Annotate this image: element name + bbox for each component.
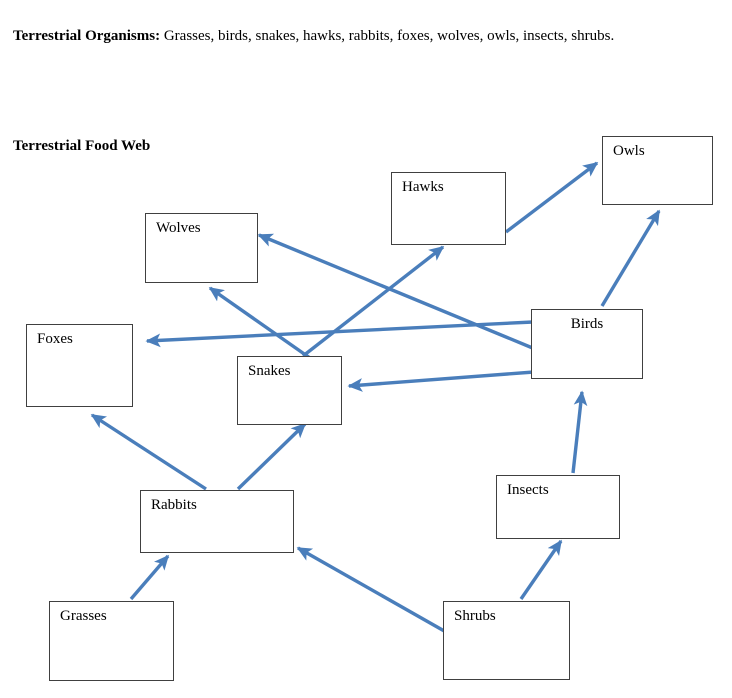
node-box-shrubs[interactable]: Shrubs bbox=[443, 601, 570, 680]
node-box-insects[interactable]: Insects bbox=[496, 475, 620, 539]
node-label-insects: Insects bbox=[507, 482, 549, 498]
node-box-hawks[interactable]: Hawks bbox=[391, 172, 506, 245]
node-box-snakes[interactable]: Snakes bbox=[237, 356, 342, 425]
node-box-owls[interactable]: Owls bbox=[602, 136, 713, 205]
food-web-arrow-rabbits-to-foxes bbox=[90, 413, 207, 491]
node-label-hawks: Hawks bbox=[402, 179, 444, 195]
node-label-grasses: Grasses bbox=[60, 608, 107, 624]
node-box-grasses[interactable]: Grasses bbox=[49, 601, 174, 681]
food-web-arrow-rabbits-to-snakes bbox=[236, 422, 307, 491]
node-box-foxes[interactable]: Foxes bbox=[26, 324, 133, 407]
node-box-birds[interactable]: Birds bbox=[531, 309, 643, 379]
food-web-arrow-birds-to-foxes bbox=[145, 320, 534, 348]
food-web-arrow-shrubs-to-rabbits bbox=[296, 546, 447, 634]
node-label-birds: Birds bbox=[570, 316, 604, 332]
node-label-shrubs: Shrubs bbox=[454, 608, 496, 624]
node-label-foxes: Foxes bbox=[37, 331, 73, 347]
food-web-arrow-insects-to-birds bbox=[571, 390, 588, 474]
intro-paragraph: Terrestrial Organisms: Grasses, birds, s… bbox=[13, 18, 703, 55]
food-web-arrow-hawks-to-owls bbox=[504, 161, 599, 234]
food-web-arrow-grasses-to-rabbits bbox=[129, 554, 170, 601]
section-heading: Terrestrial Food Web bbox=[13, 138, 151, 155]
intro-lead-label: Terrestrial Organisms: bbox=[13, 28, 161, 44]
food-web-arrow-snakes-to-wolves bbox=[208, 286, 311, 360]
node-label-rabbits: Rabbits bbox=[151, 497, 197, 513]
food-web-arrow-birds-to-snakes bbox=[347, 370, 535, 392]
food-web-arrow-snakes-to-hawks bbox=[301, 245, 445, 358]
food-web-arrow-birds-to-owls bbox=[600, 209, 661, 307]
node-label-owls: Owls bbox=[613, 143, 645, 159]
food-web-arrow-shrubs-to-insects bbox=[519, 539, 563, 600]
node-label-snakes: Snakes bbox=[248, 363, 291, 379]
food-web-arrow-birds-to-wolves bbox=[257, 233, 536, 351]
node-box-wolves[interactable]: Wolves bbox=[145, 213, 258, 283]
node-label-wolves: Wolves bbox=[156, 220, 201, 236]
node-box-rabbits[interactable]: Rabbits bbox=[140, 490, 294, 553]
intro-body-text: Grasses, birds, snakes, hawks, rabbits, … bbox=[160, 28, 615, 44]
